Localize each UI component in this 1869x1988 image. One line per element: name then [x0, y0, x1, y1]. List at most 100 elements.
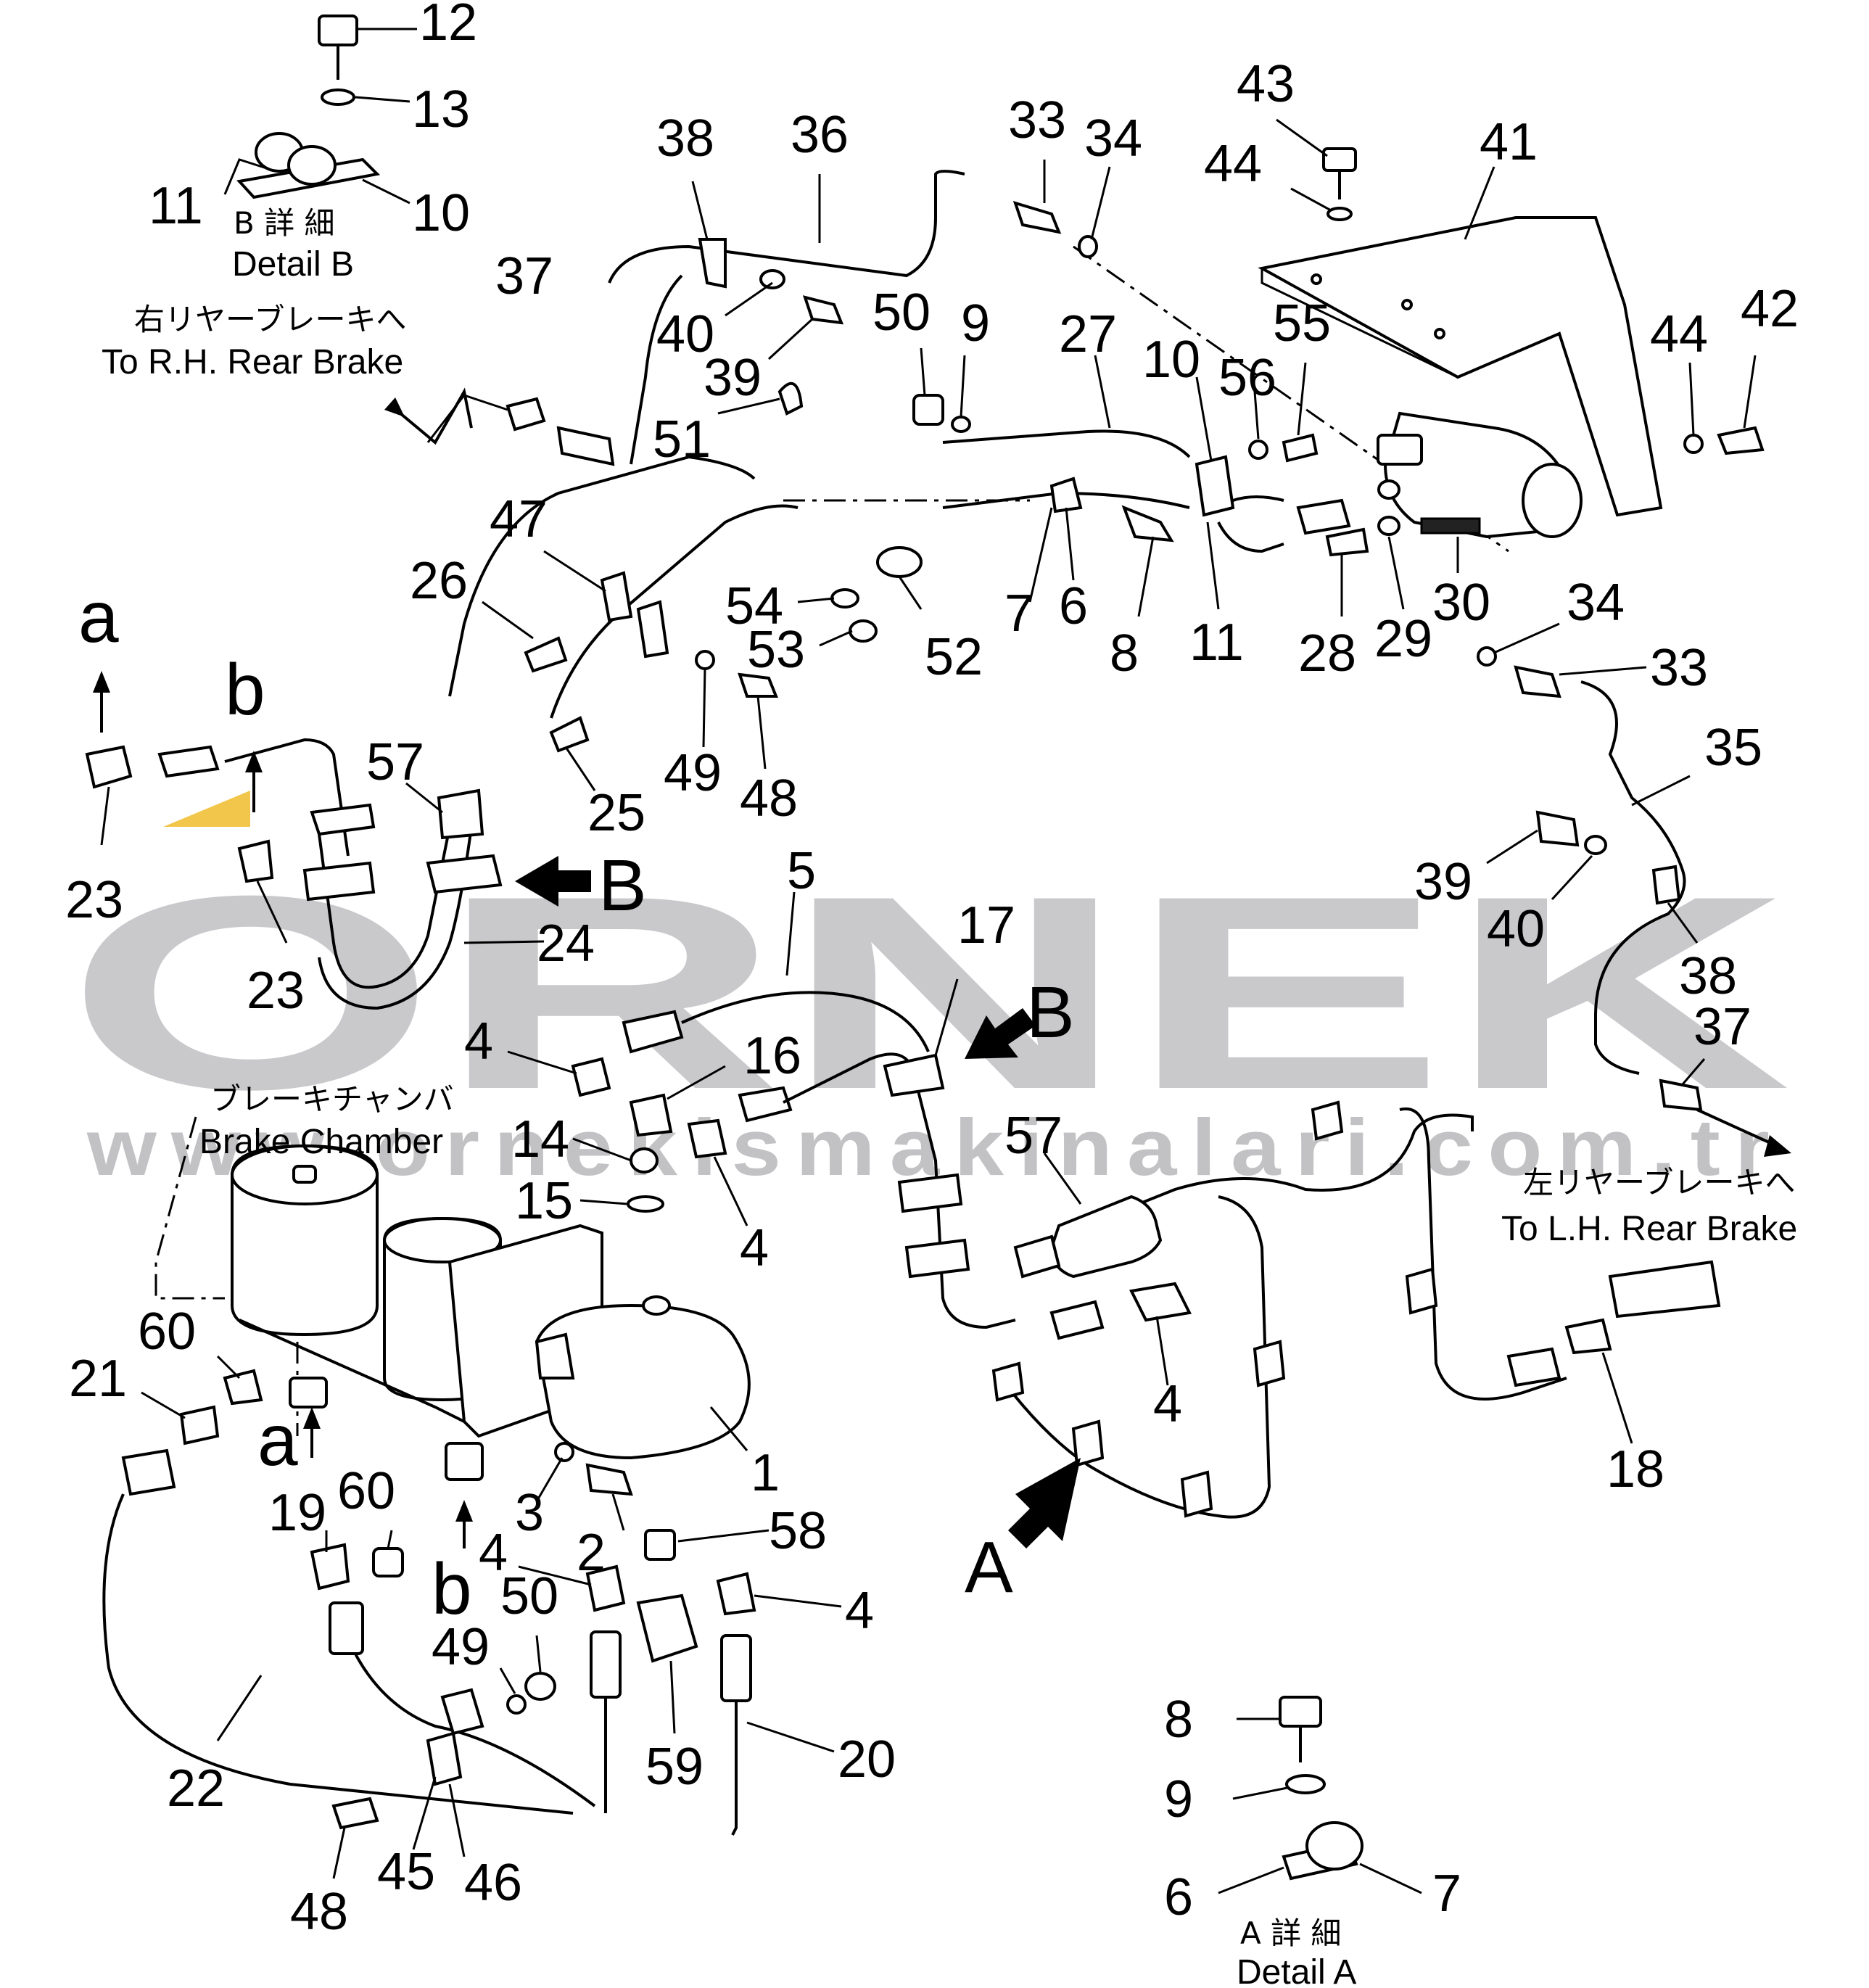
detail-a-label: Detail A	[1237, 1953, 1356, 1988]
detail-a	[1279, 1696, 1363, 1881]
leader	[1486, 829, 1538, 865]
pipe-20b	[731, 1701, 738, 1836]
callout-40-right: 40	[1487, 900, 1545, 958]
callout-4-mid: 4	[740, 1219, 769, 1277]
hose-end-5a	[622, 1010, 684, 1054]
callout-45: 45	[377, 1843, 435, 1901]
callout-7-detail: 7	[1432, 1865, 1461, 1923]
detail-a-jp: A 詳 細	[1240, 1915, 1341, 1951]
callout-25: 25	[587, 784, 645, 842]
callout-8: 8	[1110, 624, 1139, 682]
leader	[499, 1667, 516, 1694]
callout-21: 21	[69, 1350, 127, 1408]
relay-valve-assembly	[1258, 216, 1663, 539]
callout-42: 42	[1741, 280, 1799, 338]
leader	[564, 746, 596, 791]
callout-33: 33	[1008, 91, 1066, 149]
arrow-lh-rear-head	[1764, 1135, 1791, 1157]
leader	[216, 1355, 241, 1379]
fitting-57-end	[1013, 1234, 1061, 1279]
leader	[572, 1137, 632, 1162]
leader	[1464, 166, 1495, 240]
upper-fittings	[506, 147, 1765, 1112]
callout-4-bottom-right: 4	[845, 1582, 874, 1640]
leader	[756, 696, 767, 770]
hose-end-20b	[720, 1634, 752, 1702]
chamber-bracket-2	[535, 1332, 575, 1379]
leader	[960, 355, 966, 418]
leader	[767, 318, 814, 360]
arrow-rh-rear-line	[390, 387, 473, 445]
pipe-18-run	[1399, 1107, 1567, 1401]
leader	[387, 1530, 393, 1549]
leader	[669, 1660, 676, 1734]
callout-49-mid: 49	[664, 744, 722, 802]
brake-chamber-jp: ブレーキチャンバ	[210, 1081, 454, 1117]
callout-29: 29	[1374, 610, 1432, 668]
callout-38-right: 38	[1679, 947, 1737, 1005]
fitting-60-left	[223, 1369, 263, 1406]
leader	[1297, 362, 1307, 436]
tank-cap-1	[642, 1295, 671, 1316]
elbow-23-bottom	[237, 839, 274, 883]
filter-57	[1049, 1195, 1163, 1279]
leader	[1218, 1866, 1284, 1894]
leader	[1688, 362, 1695, 436]
oring-29	[1377, 516, 1400, 536]
leader	[448, 1783, 466, 1857]
clip-47b	[636, 600, 669, 659]
arrow-a-bottom-head	[303, 1407, 321, 1429]
callout-14: 14	[511, 1110, 569, 1168]
fitting-28b	[1325, 527, 1369, 557]
brake-chamber-label: Brake Chamber	[199, 1123, 443, 1161]
leader	[1253, 391, 1260, 440]
washer-40-right	[1584, 835, 1607, 855]
hose-end-19	[329, 1601, 364, 1655]
clip-A-5	[1405, 1267, 1438, 1315]
callout-47: 47	[490, 490, 548, 548]
callout-2: 2	[577, 1524, 606, 1582]
pipe-22	[102, 1493, 574, 1815]
callout-22: 22	[167, 1760, 225, 1818]
washer-44-top	[1327, 207, 1353, 221]
callout-23-bottom: 23	[247, 962, 305, 1020]
fitting-16	[629, 1093, 673, 1137]
callout-56: 56	[1218, 349, 1276, 407]
bolt-43-head	[1322, 147, 1357, 172]
callout-6-detail: 6	[1164, 1868, 1193, 1926]
clamp-b-upper	[310, 803, 376, 836]
chain-line-diag	[1073, 245, 1509, 553]
leader	[898, 576, 923, 610]
elbow-4-mid	[585, 1564, 626, 1612]
pipe-57-run	[1029, 1113, 1474, 1249]
cap-52	[876, 546, 923, 578]
leader	[1206, 521, 1220, 610]
leader	[1631, 775, 1691, 807]
fitting-18a	[1506, 1347, 1561, 1387]
leader	[141, 1391, 186, 1419]
elbow-4-top	[571, 1057, 611, 1097]
direction-arrows	[93, 387, 1791, 1548]
leader	[819, 630, 853, 647]
leader	[355, 96, 410, 103]
callout-36: 36	[791, 106, 849, 164]
fitting-4-A	[1049, 1300, 1105, 1340]
leader	[702, 667, 706, 748]
callout-9: 9	[961, 294, 990, 352]
callout-43: 43	[1237, 55, 1295, 113]
leader	[797, 597, 835, 603]
callout-11-b: 11	[1189, 614, 1244, 672]
washer-9-top	[951, 416, 971, 433]
arrow-a-view	[1008, 1458, 1081, 1548]
callout-1: 1	[751, 1444, 780, 1502]
bolt-8-top	[1121, 505, 1174, 543]
bracket-hole	[1311, 273, 1322, 285]
callout-28: 28	[1298, 624, 1356, 682]
callout-46: 46	[464, 1854, 522, 1912]
fitting-28	[1296, 498, 1351, 535]
callout-11: 11	[149, 177, 203, 235]
callout-4-top: 4	[464, 1012, 493, 1071]
leader	[1290, 187, 1332, 212]
callout-19: 19	[268, 1484, 326, 1542]
leader	[1232, 1786, 1288, 1800]
